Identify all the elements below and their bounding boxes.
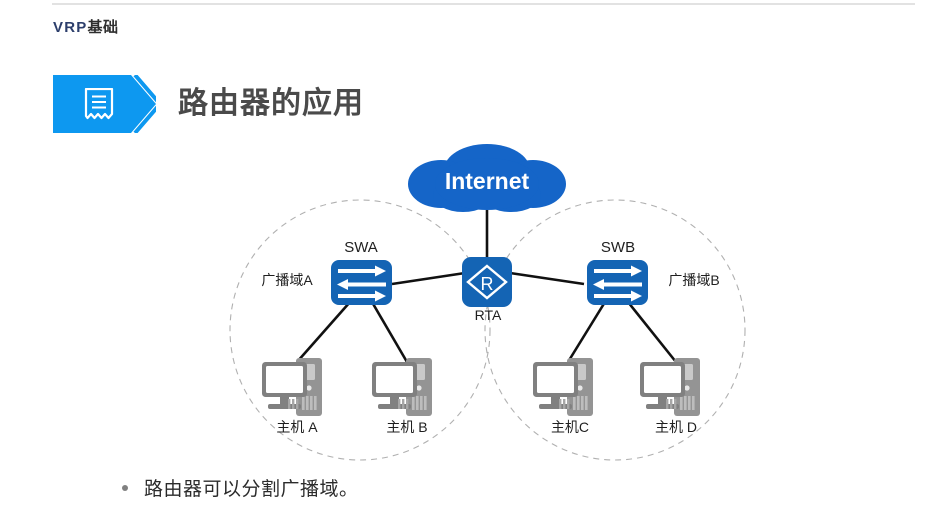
link-swb-hostC — [566, 301, 607, 363]
title-badge — [53, 75, 156, 133]
switch-arrows-icon-swb — [593, 265, 642, 302]
network-topology-diagram: Internet R RTA SWA SWB — [0, 140, 942, 470]
link-router-swb — [509, 271, 585, 286]
router-label: RTA — [475, 307, 502, 323]
switch-label-swb: SWB — [601, 239, 635, 256]
breadcrumb-label-cn: 基础 — [87, 19, 119, 36]
host-label-b: 主机 B — [386, 419, 427, 435]
broadcast-domain-label-b: 广播域B — [668, 272, 719, 288]
router-glyph: R — [481, 274, 494, 294]
breadcrumb: VRP基础 — [53, 16, 118, 37]
host-label-c: 主机C — [551, 419, 589, 435]
internet-cloud-node[interactable]: Internet — [408, 144, 566, 212]
host-node-b[interactable]: 主机 B — [372, 358, 432, 435]
switch-label-swa: SWA — [344, 239, 378, 256]
switch-arrows-icon-swa — [337, 265, 386, 302]
bullet-text: 路由器可以分割广播域。 — [144, 479, 359, 500]
cloud-icon — [408, 144, 566, 212]
broadcast-domain-circle-b — [484, 199, 746, 461]
pc-icon-b — [372, 358, 432, 416]
link-group — [296, 210, 678, 363]
host-node-d[interactable]: 主机 D — [640, 358, 700, 435]
link-swb-hostD — [626, 301, 678, 363]
broadcast-domain-circle-a — [229, 199, 491, 461]
document-lines-icon — [84, 88, 114, 120]
pc-icon-c — [533, 358, 593, 416]
link-router-swa — [391, 271, 466, 286]
host-label-d: 主机 D — [655, 419, 697, 435]
page-title: 路由器的应用 — [178, 87, 364, 120]
broadcast-domain-label-a: 广播域A — [261, 272, 313, 288]
host-node-c[interactable]: 主机C — [533, 358, 593, 435]
header-divider — [52, 3, 915, 5]
host-node-a[interactable]: 主机 A — [262, 358, 322, 435]
pc-icon-d — [640, 358, 700, 416]
switch-node-swa[interactable]: SWA — [331, 239, 392, 305]
link-swa-hostA — [296, 301, 351, 363]
router-node-rta[interactable]: R RTA — [462, 257, 512, 323]
chevron-badge-shape — [53, 75, 156, 133]
slide-title-row: 路由器的应用 — [53, 74, 364, 134]
router-diamond-icon — [466, 264, 508, 300]
bullet-list-item: 路由器可以分割广播域。 — [122, 474, 359, 501]
host-label-a: 主机 A — [276, 419, 318, 435]
breadcrumb-label-en: VRP — [53, 19, 88, 36]
router-icon-body — [462, 257, 512, 307]
cloud-label: Internet — [445, 168, 530, 194]
bullet-dot-icon — [122, 484, 128, 491]
pc-icon-a — [262, 358, 322, 416]
switch-node-swb[interactable]: SWB — [587, 239, 648, 305]
link-swa-hostB — [370, 301, 409, 363]
